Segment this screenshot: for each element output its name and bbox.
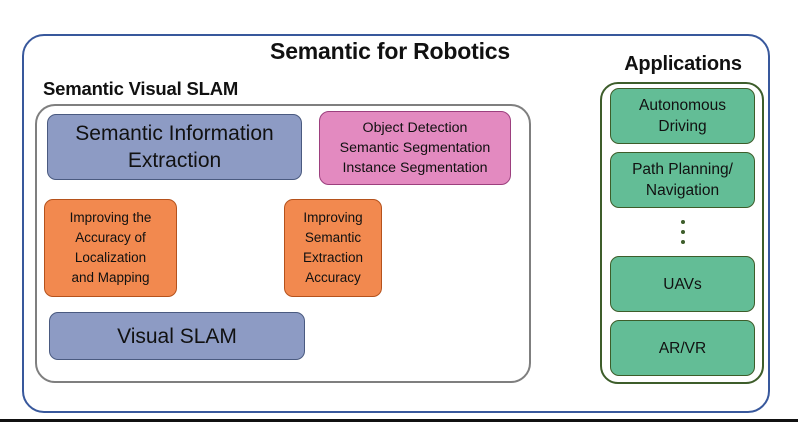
sie-line-1: Semantic Information <box>75 122 274 145</box>
application-item-path-planning[interactable]: Path Planning/ Navigation <box>610 152 755 208</box>
benefit-left-line-2: Accuracy of <box>75 230 146 245</box>
app-4-line-1: AR/VR <box>658 339 707 357</box>
perception-task-3: Instance Segmentation <box>342 160 488 176</box>
perception-tasks-box[interactable]: Object Detection Semantic Segmentation I… <box>319 111 511 185</box>
application-item-uavs[interactable]: UAVs <box>610 256 755 312</box>
benefit-localization-mapping-box[interactable]: Improving the Accuracy of Localization a… <box>44 199 177 297</box>
perception-task-2: Semantic Segmentation <box>339 140 491 156</box>
app-1-line-1: Autonomous <box>638 97 727 114</box>
page-title: Semantic for Robotics <box>270 38 510 64</box>
bottom-divider <box>0 419 798 422</box>
applications-label: Applications <box>624 53 742 75</box>
perception-task-1: Object Detection <box>362 120 468 136</box>
app-1-line-2: Driving <box>658 118 707 135</box>
application-item-autonomous-driving[interactable]: Autonomous Driving <box>610 88 755 144</box>
sie-line-2: Extraction <box>127 149 222 172</box>
benefit-right-line-3: Extraction <box>302 250 364 265</box>
semantic-visual-slam-label: Semantic Visual SLAM <box>43 78 239 99</box>
application-item-ar-vr[interactable]: AR/VR <box>610 320 755 376</box>
benefit-right-line-2: Semantic <box>304 230 362 245</box>
visual-slam-box[interactable]: Visual SLAM <box>49 312 305 360</box>
benefit-left-line-3: Localization <box>74 250 147 265</box>
benefit-semantic-extraction-box[interactable]: Improving Semantic Extraction Accuracy <box>284 199 382 297</box>
benefit-right-line-4: Accuracy <box>305 270 361 285</box>
app-3-line-1: UAVs <box>663 275 702 293</box>
app-2-line-1: Path Planning/ <box>632 161 733 178</box>
vertical-ellipsis-icon <box>610 212 755 252</box>
app-2-line-2: Navigation <box>645 182 720 199</box>
benefit-right-line-1: Improving <box>303 210 363 225</box>
benefit-left-line-4: and Mapping <box>71 270 150 285</box>
visual-slam-label: Visual SLAM <box>117 324 237 348</box>
benefit-left-line-1: Improving the <box>69 210 152 225</box>
semantic-information-extraction-box[interactable]: Semantic Information Extraction <box>47 114 302 180</box>
